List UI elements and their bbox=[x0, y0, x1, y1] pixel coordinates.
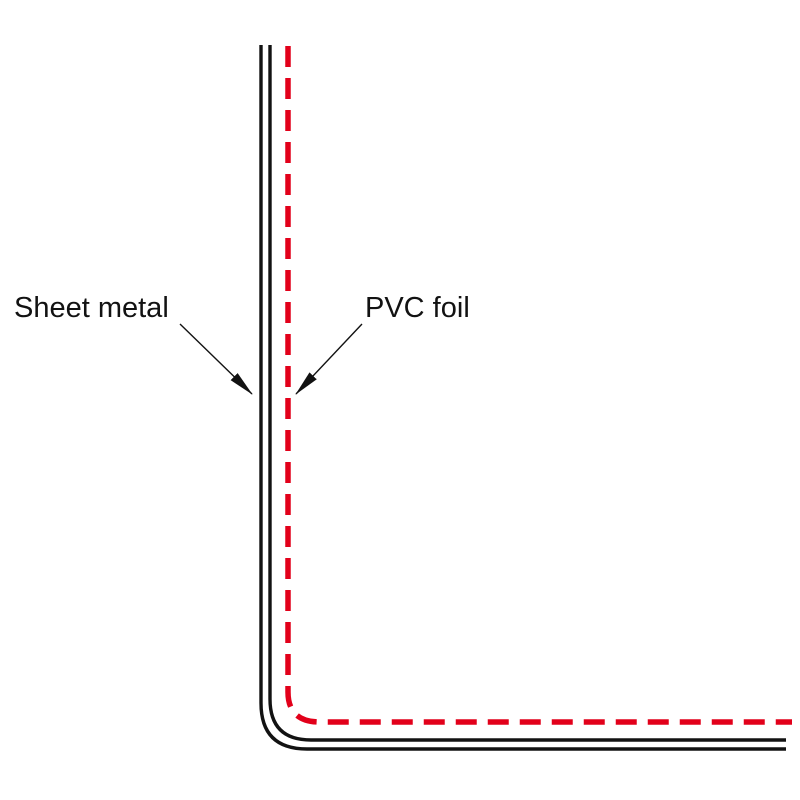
sheet-metal-label: Sheet metal bbox=[14, 292, 169, 324]
sheet-metal-leader-line bbox=[179, 323, 253, 395]
pvc-foil-label: PVC foil bbox=[365, 292, 470, 324]
pvc-foil-line bbox=[285, 46, 792, 725]
sheet-metal-inner-line bbox=[268, 45, 786, 742]
sheet-metal-outer-line bbox=[259, 45, 786, 751]
pvc-foil-leader-line bbox=[295, 323, 363, 395]
